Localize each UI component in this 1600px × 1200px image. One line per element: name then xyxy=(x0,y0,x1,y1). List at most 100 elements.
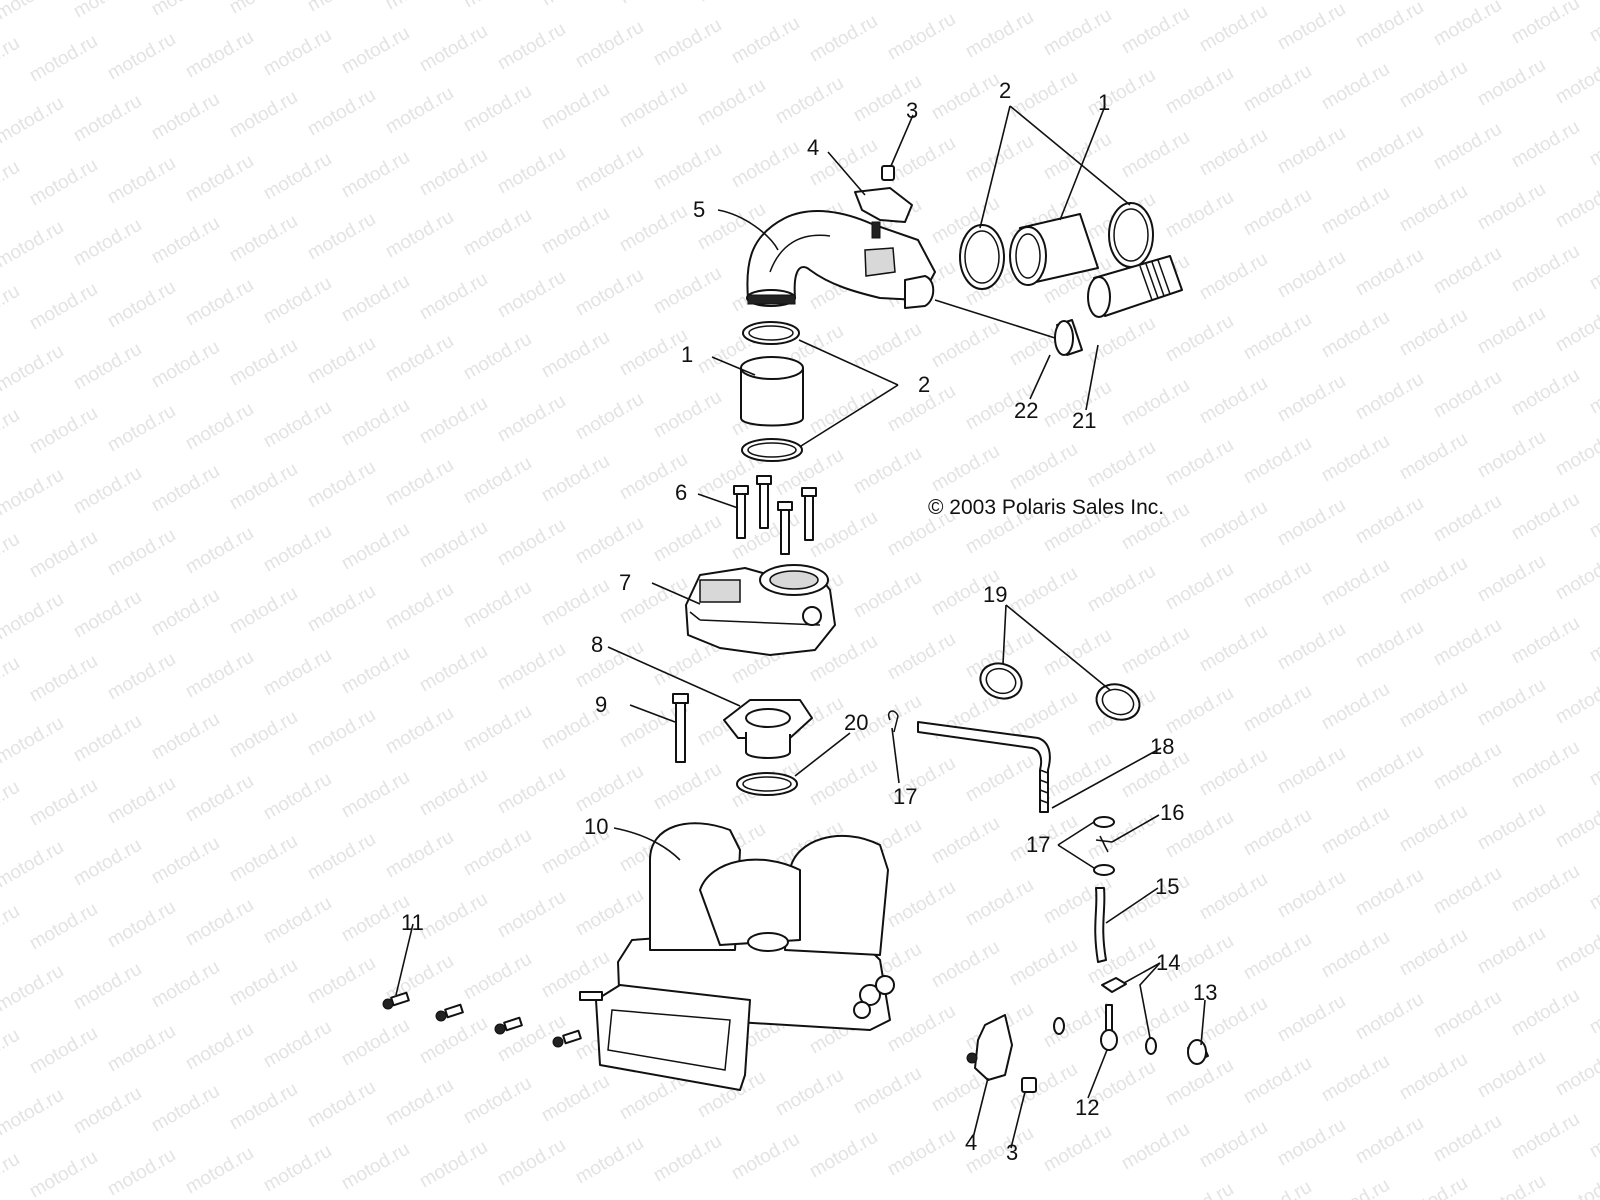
watermark-text: motod.ru xyxy=(494,515,569,571)
watermark-text: motod.ru xyxy=(650,387,725,443)
watermark-text: motod.ru xyxy=(772,73,847,129)
watermark-text: motod.ru xyxy=(416,1137,491,1193)
watermark-text: motod.ru xyxy=(884,133,959,189)
watermark-text: motod.ru xyxy=(70,215,145,271)
part-long-bolt xyxy=(672,693,689,763)
watermark-text: motod.ru xyxy=(1196,621,1271,677)
watermark-text: motod.ru xyxy=(226,955,301,1011)
watermark-text: motod.ru xyxy=(460,329,535,385)
watermark-text: motod.ru xyxy=(1586,735,1600,791)
watermark-text: motod.ru xyxy=(1006,935,1081,991)
watermark-text: motod.ru xyxy=(1318,927,1393,983)
watermark-text: motod.ru xyxy=(1396,181,1471,237)
callout-5: 5 xyxy=(693,197,705,222)
watermark-text: motod.ru xyxy=(304,0,379,16)
watermark-text: motod.ru xyxy=(1396,925,1471,981)
watermark-text: motod.ru xyxy=(0,961,67,1017)
watermark-text: motod.ru xyxy=(304,85,379,141)
watermark-text: motod.ru xyxy=(1240,433,1315,489)
watermark-text: motod.ru xyxy=(1430,119,1505,175)
callout-17-clip: 17 xyxy=(893,784,917,809)
watermark-text: motod.ru xyxy=(70,339,145,395)
watermark-text: motod.ru xyxy=(416,21,491,77)
watermark-text: motod.ru xyxy=(382,207,457,263)
watermark-text: motod.ru xyxy=(1586,239,1600,295)
watermark-text: motod.ru xyxy=(1508,1109,1583,1165)
watermark-text: motod.ru xyxy=(1040,1121,1115,1177)
watermark-text: motod.ru xyxy=(1430,491,1505,547)
watermark-text: motod.ru xyxy=(226,87,301,143)
part-hose-clamps xyxy=(1093,816,1115,876)
watermark-text: motod.ru xyxy=(70,463,145,519)
watermark-text: motod.ru xyxy=(1196,1117,1271,1173)
watermark-text: motod.ru xyxy=(1586,983,1600,1039)
watermark-text: motod.ru xyxy=(0,33,23,89)
watermark-text: motod.ru xyxy=(1040,749,1115,805)
watermark-text: motod.ru xyxy=(260,1141,335,1197)
watermark-text: motod.ru xyxy=(928,441,1003,497)
watermark-text: motod.ru xyxy=(260,149,335,205)
watermark-text: motod.ru xyxy=(0,653,23,709)
watermark-text: motod.ru xyxy=(0,713,67,769)
part-short-tube xyxy=(1094,887,1107,963)
watermark-text: motod.ru xyxy=(1508,861,1583,917)
watermark-text: motod.ru xyxy=(962,131,1037,187)
watermark-text: motod.ru xyxy=(148,89,223,145)
watermark-text: motod.ru xyxy=(884,1001,959,1057)
watermark-text: motod.ru xyxy=(104,773,179,829)
watermark-text: motod.ru xyxy=(1430,987,1505,1043)
watermark-text: motod.ru xyxy=(182,771,257,827)
watermark-text: motod.ru xyxy=(850,319,925,375)
watermark-text: motod.ru xyxy=(338,767,413,823)
watermark-text: motod.ru xyxy=(1240,185,1315,241)
part-bolts-throttle xyxy=(733,475,817,555)
watermark-text: motod.ru xyxy=(26,899,101,955)
watermark-text: motod.ru xyxy=(416,145,491,201)
watermark-text: motod.ru xyxy=(148,1081,223,1137)
watermark-text: motod.ru xyxy=(0,0,67,24)
callout-3-lower: 3 xyxy=(1006,1140,1018,1165)
watermark-text: motod.ru xyxy=(26,279,101,335)
watermark-text: motod.ru xyxy=(416,269,491,325)
watermark-text: motod.ru xyxy=(1162,683,1237,739)
watermark-text: motod.ru xyxy=(1552,53,1600,109)
watermark-text: motod.ru xyxy=(1474,303,1549,359)
watermark-text: motod.ru xyxy=(1318,1175,1393,1200)
part-washer-left xyxy=(1053,1017,1065,1035)
watermark-text: motod.ru xyxy=(928,813,1003,869)
watermark-text: motod.ru xyxy=(572,389,647,445)
watermark-text: motod.ru xyxy=(850,567,925,623)
part-adapter-flange xyxy=(723,699,813,759)
watermark-text: motod.ru xyxy=(182,1019,257,1075)
watermark-text: motod.ru xyxy=(1006,563,1081,619)
watermark-text: motod.ru xyxy=(1274,867,1349,923)
watermark-text: motod.ru xyxy=(104,29,179,85)
watermark-text: motod.ru xyxy=(460,1073,535,1129)
watermark-text: motod.ru xyxy=(1552,673,1600,729)
watermark-text: motod.ru xyxy=(0,901,23,957)
watermark-text: motod.ru xyxy=(260,397,335,453)
watermark-text: motod.ru xyxy=(494,143,569,199)
watermark-text: motod.ru xyxy=(382,331,457,387)
watermark-text: motod.ru xyxy=(1162,63,1237,119)
watermark-text: motod.ru xyxy=(1318,1051,1393,1107)
watermark-text: motod.ru xyxy=(538,0,613,10)
callout-9: 9 xyxy=(595,692,607,717)
parts-layer xyxy=(382,165,1209,1093)
watermark-text: motod.ru xyxy=(1196,1,1271,57)
watermark-text: motod.ru xyxy=(1352,1113,1427,1169)
watermark-text: motod.ru xyxy=(1552,177,1600,233)
watermark-text: motod.ru xyxy=(338,23,413,79)
watermark-text: motod.ru xyxy=(416,517,491,573)
part-vent-tube xyxy=(917,721,1051,813)
part-ring-mid-lower xyxy=(741,438,803,462)
watermark-text: motod.ru xyxy=(338,643,413,699)
watermark-text: motod.ru xyxy=(1352,741,1427,797)
watermark-text: motod.ru xyxy=(460,453,535,509)
watermark-text: motod.ru xyxy=(1240,1177,1315,1200)
watermark-text: motod.ru xyxy=(182,27,257,83)
watermark-text: motod.ru xyxy=(260,273,335,329)
watermark-text: motod.ru xyxy=(304,209,379,265)
watermark-text: motod.ru xyxy=(1552,921,1600,977)
watermark-text: motod.ru xyxy=(148,0,223,20)
